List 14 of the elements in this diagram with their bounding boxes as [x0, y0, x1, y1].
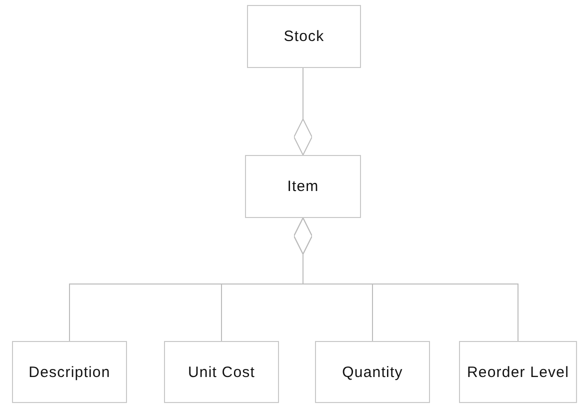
entity-box: [315, 341, 430, 403]
connector-line: [294, 218, 518, 342]
entity-name: Stock: [284, 28, 324, 45]
entity-name: Unit Cost: [188, 364, 256, 380]
connector-line: [294, 68, 312, 156]
entity-box: [247, 5, 361, 68]
entity-box: [12, 341, 127, 403]
entity-box: [164, 341, 279, 403]
entity-name: Description: [28, 364, 110, 380]
entity-name: Quantity: [342, 364, 403, 380]
entity-name: Item: [287, 178, 319, 195]
entity-name: Reorder Level: [466, 364, 570, 380]
entity-box: [245, 155, 361, 218]
entity-box: [459, 341, 577, 403]
